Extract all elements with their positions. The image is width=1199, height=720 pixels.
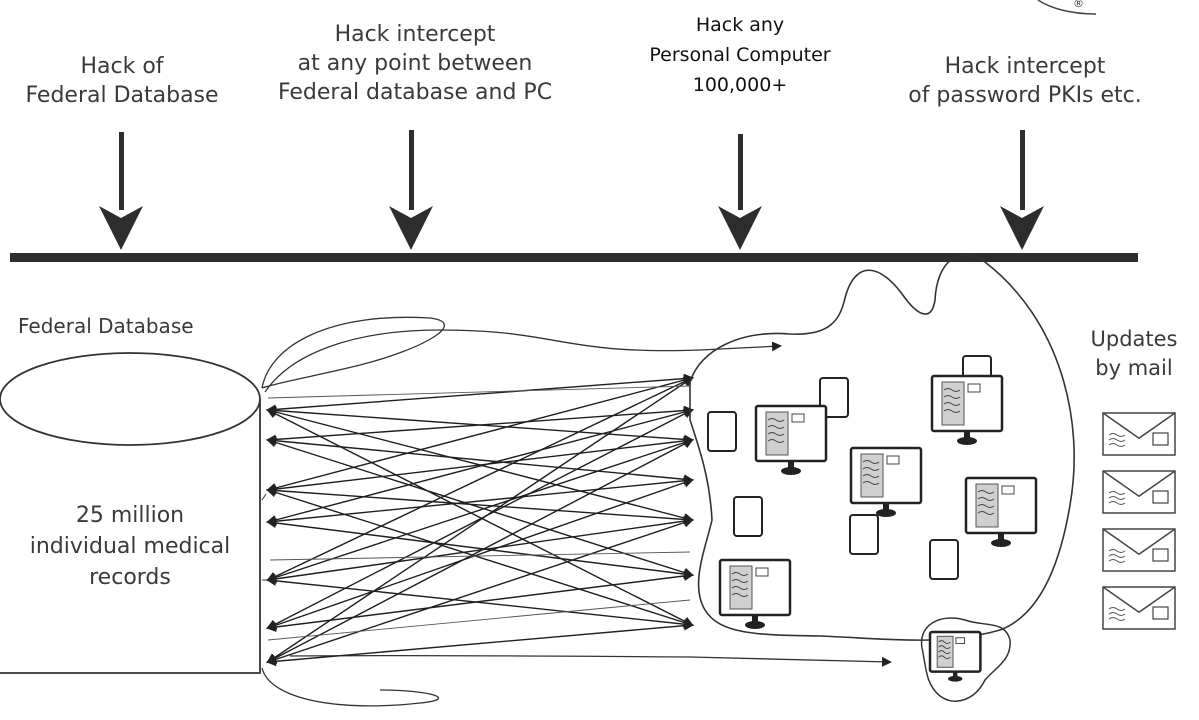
- connection-arrow: [266, 435, 694, 495]
- monitor-icon: [718, 558, 792, 629]
- connection-arrow: [266, 575, 694, 630]
- threat-arrow-pc: [718, 134, 762, 250]
- outlier-pc-cloud: [920, 617, 1011, 702]
- record-line: individual medical: [29, 534, 231, 559]
- threat-label-line: of password PKIs etc.: [908, 83, 1142, 108]
- envelope-icon: [1102, 412, 1176, 456]
- database-title: Federal Database: [18, 314, 194, 338]
- connection-arrow: [266, 373, 694, 415]
- connection-arrow: [266, 620, 694, 667]
- record-line: records: [89, 565, 171, 590]
- envelope-icon: [1102, 528, 1176, 572]
- threat-label-line: Federal Database: [25, 83, 219, 108]
- database-cylinder-icon: [0, 352, 261, 674]
- tablet-icon: [733, 496, 763, 537]
- connection-arrow: [266, 517, 694, 665]
- threat-label-line: Hack intercept: [334, 22, 496, 47]
- threat-label-line: at any point between: [297, 51, 533, 76]
- connection-arrow: [267, 385, 691, 399]
- tablet-icon: [707, 411, 737, 452]
- trademark-symbol: ®: [1073, 0, 1084, 10]
- tablet-icon: [849, 514, 879, 555]
- threat-arrows: [99, 130, 1044, 250]
- connection-arrow: [267, 599, 691, 641]
- mail-label-line: by mail: [1095, 356, 1173, 380]
- threat-label-database: Hack of Federal Database: [22, 52, 222, 110]
- mail-envelopes: [1102, 412, 1176, 630]
- tablet-icon: [929, 539, 959, 580]
- monitor-icon: [849, 446, 923, 517]
- threat-label-line: Hack any: [695, 14, 785, 36]
- monitor-icon: [754, 404, 828, 475]
- pc-network-cloud: [689, 254, 1075, 641]
- network-timeline-bar: [10, 253, 1138, 262]
- loop-arrow-top: [261, 316, 782, 393]
- monitor-icon: [928, 630, 982, 682]
- threat-arrow-transit: [389, 130, 433, 250]
- mail-updates-label: Updates by mail: [1084, 325, 1184, 383]
- threat-label-line: 100,000+: [692, 74, 788, 96]
- connection-arrow: [266, 518, 694, 579]
- monitor-icon: [964, 476, 1038, 547]
- sketch-mark: [261, 493, 267, 581]
- threat-label-line: Hack intercept: [944, 54, 1106, 79]
- monitor-icon: [930, 374, 1004, 445]
- mail-label-line: Updates: [1090, 327, 1178, 351]
- threat-arrow-pki: [1000, 130, 1044, 250]
- threat-label-pc: Hack any Personal Computer 100,000+: [620, 10, 860, 100]
- envelope-icon: [1102, 586, 1176, 630]
- threat-label-pki: Hack intercept of password PKIs etc.: [895, 52, 1155, 110]
- loop-arrow-bottom: [261, 654, 892, 707]
- threat-label-line: Hack of: [80, 54, 164, 79]
- threat-label-line: Federal database and PC: [277, 80, 553, 105]
- logo-fragment-icon: [1037, 0, 1097, 15]
- record-line: 25 million: [75, 503, 185, 528]
- threat-label-line: Personal Computer: [649, 44, 831, 66]
- connection-arrow: [266, 376, 694, 664]
- monitor-icons: [718, 374, 1038, 682]
- connection-mesh: [266, 373, 694, 667]
- envelope-icon: [1102, 470, 1176, 514]
- database-record-count: 25 million individual medical records: [0, 500, 260, 593]
- connection-arrow: [269, 551, 691, 561]
- threat-arrow-database: [99, 132, 143, 250]
- threat-label-transit: Hack intercept at any point between Fede…: [265, 20, 565, 107]
